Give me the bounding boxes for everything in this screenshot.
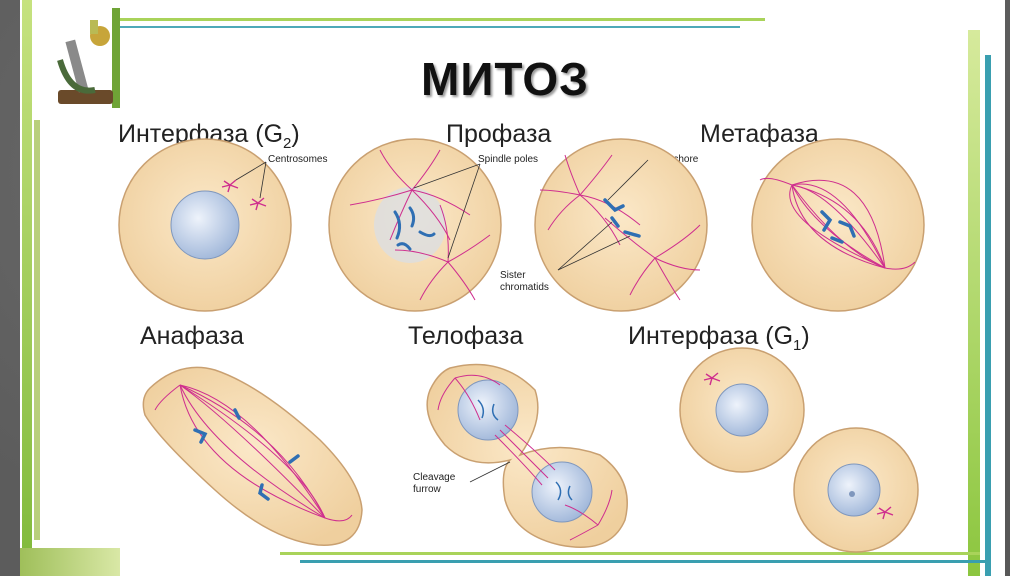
cell-prometaphase	[535, 139, 707, 311]
cell-metaphase	[752, 139, 924, 311]
cell-telophase	[427, 364, 627, 547]
cell-interphase-g1-top	[680, 348, 804, 472]
cell-interphase-g1-bottom	[794, 428, 918, 552]
microscope-icon	[58, 20, 113, 104]
cell-interphase-g2	[119, 139, 291, 311]
cell-anaphase	[143, 367, 362, 545]
cell-prophase	[329, 139, 501, 311]
